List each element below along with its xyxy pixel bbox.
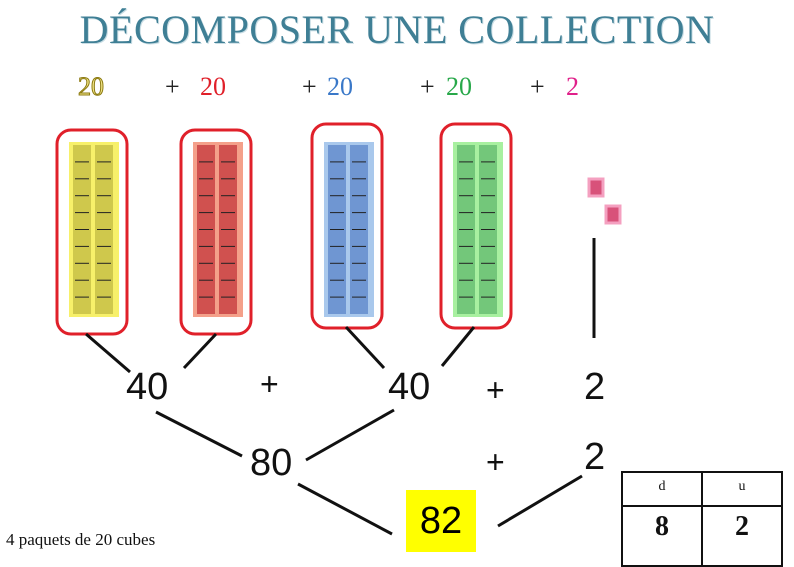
packs-layer	[55, 122, 513, 336]
result-box: 82	[406, 490, 476, 552]
pack-green	[439, 122, 513, 330]
sum-units: 2	[584, 366, 606, 408]
header-tens: d	[658, 479, 666, 494]
line-green-to-40	[440, 326, 476, 367]
top-plus-3: +	[420, 72, 435, 101]
sum-forty-right: 40	[388, 366, 431, 408]
value-tens: 8	[655, 511, 669, 542]
top-number-green: 20	[446, 72, 472, 101]
single-cube-1	[587, 177, 605, 198]
line-40b-to-80	[305, 408, 395, 462]
pack-blue	[310, 122, 384, 330]
top-number-red: 20	[200, 72, 226, 101]
top-number-yellow: 20	[78, 72, 105, 102]
top-plus-1: +	[165, 72, 180, 101]
place-value-table: d u 8 2	[621, 471, 783, 567]
pack-yellow	[55, 128, 129, 336]
top-plus-4: +	[530, 72, 545, 101]
line-yellow-to-40	[85, 332, 131, 374]
sum-plus-lower: +	[486, 444, 505, 480]
top-number-magenta: 2	[566, 72, 579, 101]
header-units: u	[738, 479, 746, 494]
line-80-to-82	[297, 482, 393, 536]
pack-outline-yellow	[55, 128, 129, 336]
sum-eighty: 80	[250, 442, 293, 484]
sum-plus-middle: +	[260, 366, 279, 402]
line-2-to-82	[497, 474, 583, 528]
sum-units-lower: 2	[584, 436, 606, 478]
single-cube-2	[604, 204, 622, 225]
pack-red	[179, 128, 253, 336]
sum-plus-right: +	[486, 372, 505, 408]
top-number-blue: 20	[327, 72, 353, 101]
page-title: DÉCOMPOSER UNE COLLECTION	[79, 7, 715, 52]
sum-forty-left: 40	[126, 366, 169, 408]
top-plus-2: +	[302, 72, 317, 101]
pack-outline-green	[439, 122, 513, 330]
caption: 4 paquets de 20 cubes	[6, 530, 156, 549]
line-blue-to-40	[344, 325, 386, 370]
line-red-to-40	[182, 332, 218, 370]
line-40-to-80	[155, 410, 243, 458]
connector-lines	[85, 238, 596, 536]
value-units: 2	[735, 511, 749, 542]
